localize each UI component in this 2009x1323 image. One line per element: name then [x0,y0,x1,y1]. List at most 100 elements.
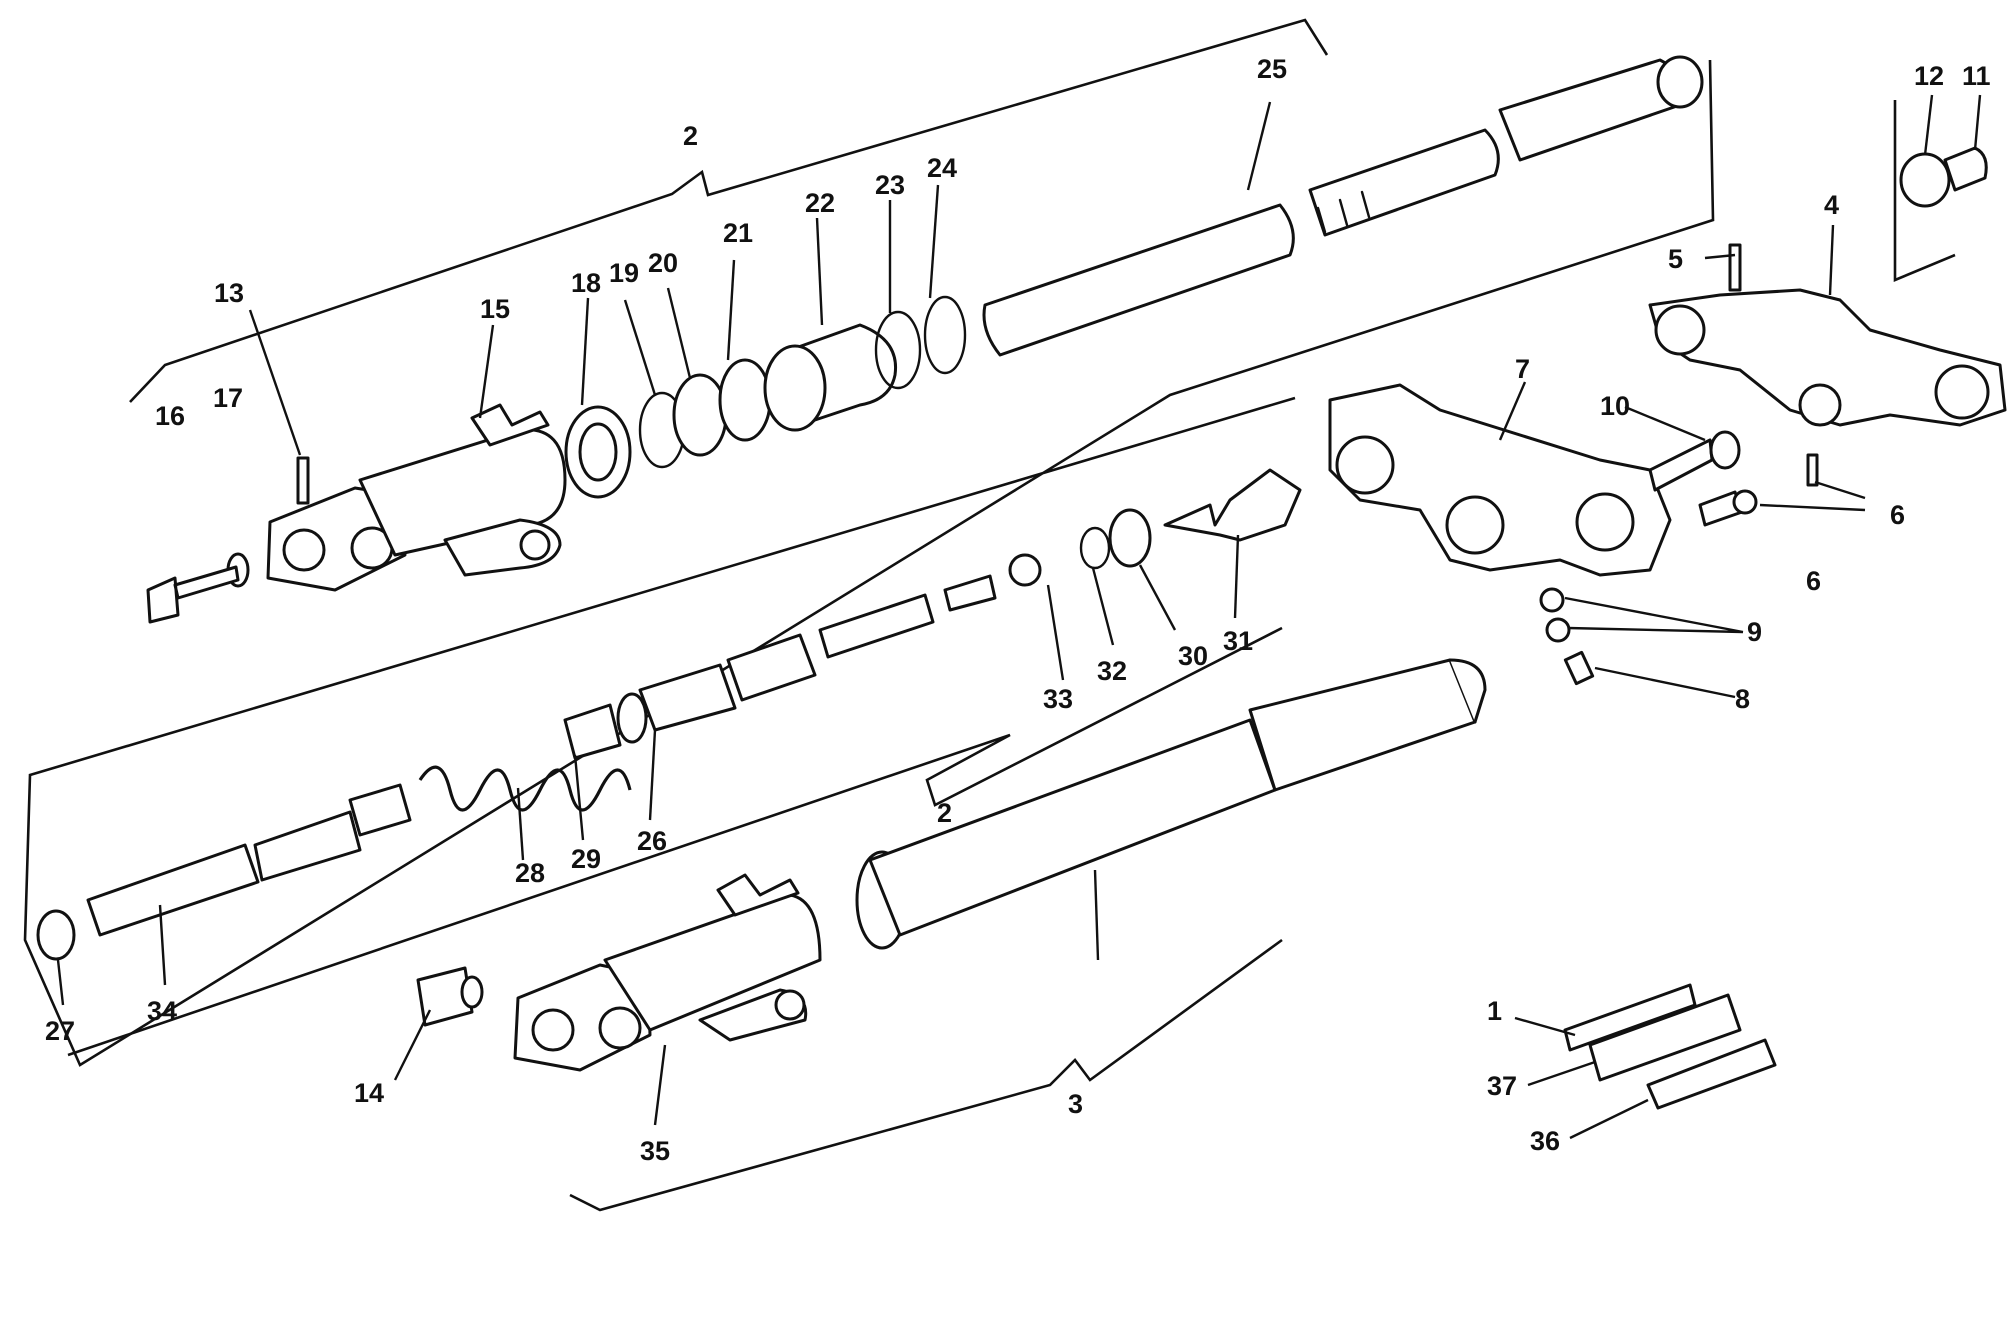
cap-27 [36,909,76,961]
callout-23: 23 [875,170,905,200]
pinch-bolt-13 [296,456,310,505]
callout-labels: 1 2 2 3 4 5 6 6 7 8 9 10 11 12 13 14 15 … [45,54,1991,1166]
tube-section-b [726,633,817,702]
callout-15: 15 [480,294,510,324]
callout-1: 1 [1487,996,1502,1026]
clamp-4-bore-right [1934,364,1990,420]
callout-6-lower: 6 [1806,566,1821,596]
ring-26 [616,692,648,744]
triple-clamps [1328,146,2007,686]
rod-34 [86,843,260,937]
nut-9b [1545,617,1571,643]
callout-8: 8 [1735,684,1750,714]
lower-bore-2 [598,1006,642,1050]
clamp-bore [282,528,326,572]
callout-10: 10 [1600,391,1630,421]
washer-21 [718,358,772,442]
clamp-4-bore-left [1654,304,1706,356]
cartridge-parts [36,468,1302,961]
callout-12: 12 [1914,61,1944,91]
cartridge-body [348,783,412,837]
inner-tube-25 [982,203,1295,357]
callout-5: 5 [1668,244,1683,274]
callout-35: 35 [640,1136,670,1166]
washer-12 [1899,152,1951,208]
callout-26: 26 [637,826,667,856]
clamp-7-bore-right [1575,492,1635,552]
outer-tube-3-end [1448,658,1487,724]
callout-31: 31 [1223,626,1253,656]
callout-14: 14 [354,1078,384,1108]
clamp-4-bore-centre [1798,383,1842,427]
upper-fork-leg [146,55,1704,624]
callout-11: 11 [1962,61,1991,91]
lower-caliper-tab [716,873,800,917]
group-brackets [23,18,1956,1212]
callout-17: 17 [213,383,243,413]
rod-section-c [818,593,935,659]
pad-37 [1588,993,1742,1082]
upper-triple-clamp-4 [1648,288,2007,427]
callout-27: 27 [45,1016,75,1046]
callout-37: 37 [1487,1071,1517,1101]
ring-30 [1108,508,1152,568]
clamp-7-bore-left [1335,435,1395,495]
bolt-6-upper [1806,453,1819,487]
callout-16: 16 [155,401,185,431]
circlip-23 [874,310,922,390]
callout-19: 19 [609,258,639,288]
callout-3: 3 [1068,1089,1083,1119]
lower-bore [531,1008,575,1052]
callout-28: 28 [515,858,545,888]
spacer-14 [416,966,474,1027]
callout-34: 34 [147,996,177,1026]
callout-18: 18 [571,268,601,298]
clamp-7-bore-centre [1445,495,1505,555]
callout-32: 32 [1097,656,1127,686]
seal-18-inner [578,422,618,482]
rod-34-mid [253,810,362,882]
tube-grooves [1316,190,1371,234]
outer-tube-3 [868,718,1277,937]
brake-caliper-tab [470,403,550,447]
nut-33 [1008,553,1042,587]
ring-20 [672,373,728,457]
adjuster-31 [1163,468,1302,542]
callout-36: 36 [1530,1126,1560,1156]
spring-28 [418,765,632,812]
callout-9: 9 [1747,617,1762,647]
inner-tube-25-end [1498,58,1684,162]
tube-cap [1656,55,1704,109]
cap-11 [1943,146,1988,192]
lug-hole [519,529,551,561]
spacer-14-end [460,975,484,1009]
pad-36 [1646,1038,1777,1110]
grub-8 [1563,650,1595,686]
callout-13: 13 [214,278,244,308]
callout-6-upper: 6 [1890,500,1905,530]
callout-29: 29 [571,844,601,874]
leader-lines [56,94,1982,1140]
callout-7: 7 [1515,354,1530,384]
callout-22: 22 [805,188,835,218]
callout-33: 33 [1043,684,1073,714]
outer-tube-3-top [1248,658,1477,792]
callout-24: 24 [927,153,957,183]
bracket-upper-right [1893,100,1956,282]
callout-20: 20 [648,248,678,278]
pad-1 [1563,983,1697,1052]
tube-section-a [638,663,737,732]
piston-29 [563,703,622,760]
bolt-5 [1728,243,1742,292]
callout-25: 25 [1257,54,1287,84]
lower-fork-leg [416,658,1487,1072]
stem-nut-10 [1648,438,1714,492]
washer-32 [1079,526,1111,570]
callout-2-upper: 2 [683,121,698,151]
bracket-upper-2 [23,18,1715,1067]
nut-9a [1539,587,1565,613]
callout-21: 21 [723,218,753,248]
ring-24 [923,295,967,375]
callout-4: 4 [1824,190,1839,220]
